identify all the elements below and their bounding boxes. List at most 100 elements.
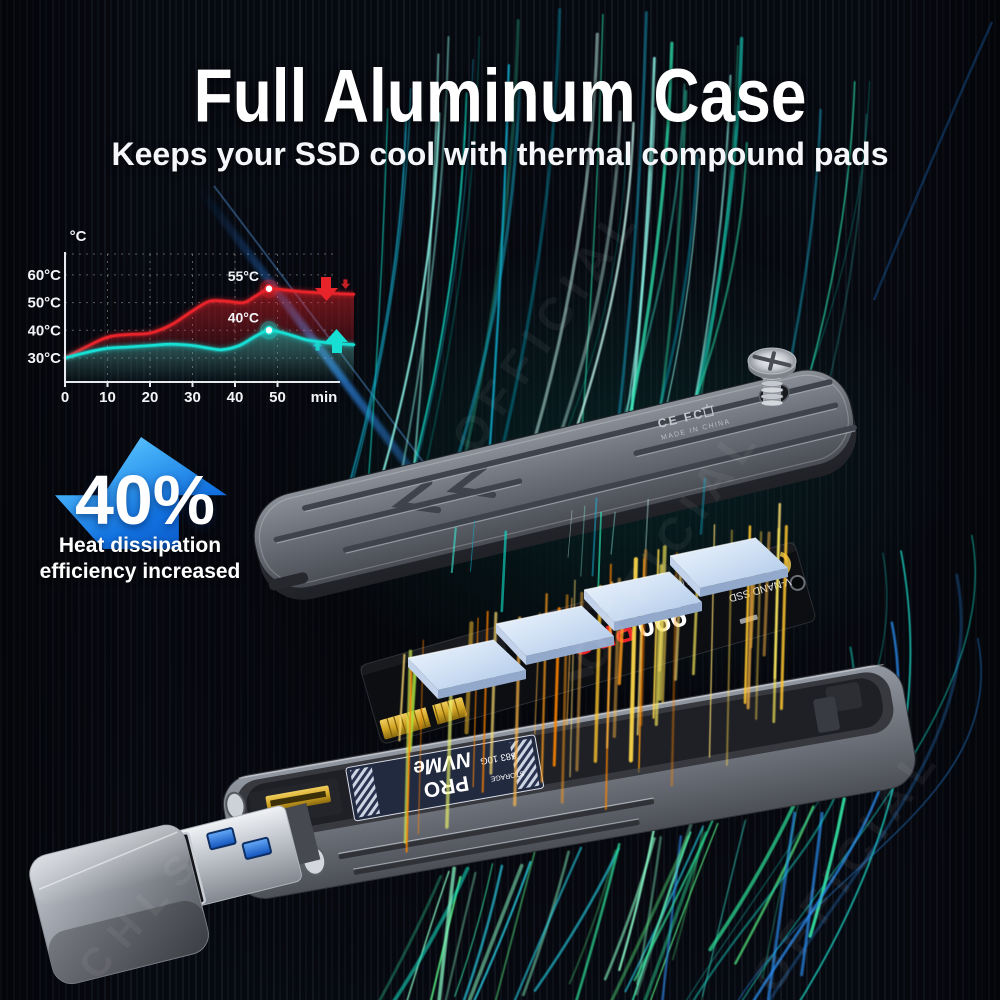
line-decor: [353, 818, 639, 870]
path-decor: [393, 36, 450, 508]
path-decor: [462, 864, 504, 1000]
path-decor: [620, 107, 656, 453]
path-decor: [391, 479, 442, 514]
line-decor: [386, 718, 394, 738]
path-decor: [688, 36, 744, 428]
path-decor: [768, 573, 963, 1000]
path-decor: [579, 13, 604, 459]
line-decor: [413, 710, 420, 731]
path-decor: [636, 408, 837, 458]
path-decor: [614, 11, 648, 446]
path-decor: [467, 863, 524, 1000]
path-decor: [699, 477, 707, 535]
series-line-cyan-series: [63, 328, 356, 360]
path-decor: [610, 511, 616, 555]
path-decor: [779, 525, 788, 710]
path-decor: [513, 846, 583, 1000]
path-decor: [378, 875, 443, 1000]
text-decor: 0: [61, 389, 69, 406]
path-decor: [408, 58, 474, 495]
path-decor: [523, 32, 599, 473]
path-decor: [761, 804, 799, 979]
path-decor: [633, 819, 714, 982]
line-decor: [238, 663, 884, 779]
rect-decor: [338, 799, 655, 860]
path-decor: [575, 842, 621, 1000]
text-decor: 40: [227, 389, 244, 406]
path-decor: [825, 113, 868, 394]
path-decor: [325, 329, 348, 353]
path-decor: [450, 526, 457, 574]
path-decor: [610, 835, 690, 1000]
line-decor: [338, 797, 654, 855]
path-decor: [603, 837, 656, 981]
efficiency-caption-line2: efficiency increased: [39, 560, 241, 583]
path-decor: [444, 871, 477, 1000]
path-decor: [618, 829, 655, 972]
path-decor: [659, 158, 701, 435]
usb-a-connector: [158, 803, 321, 911]
rect-decor: [345, 734, 545, 822]
path-decor: [621, 41, 674, 452]
path-decor: [392, 866, 470, 1000]
path-decor: [591, 497, 598, 577]
path-decor: [365, 108, 389, 516]
path-decor: [493, 7, 562, 479]
rect-decor: [48, 900, 209, 984]
path-decor: [403, 649, 413, 844]
path-decor: [494, 851, 536, 1000]
path-decor: [554, 153, 627, 461]
rect-decor: [29, 825, 190, 906]
path-decor: [38, 831, 178, 890]
rect-decor: [206, 827, 237, 851]
line-decor: [706, 404, 708, 408]
rect-decor: [813, 696, 840, 733]
path-decor: [500, 530, 508, 613]
efficiency-caption: Heat dissipation efficiency increased: [20, 533, 260, 585]
path-decor: [800, 811, 824, 977]
path-decor: [485, 64, 510, 488]
text-decor: 30: [184, 389, 201, 406]
temp-drop-arrow-icon: [315, 277, 351, 301]
path-decor: [737, 637, 982, 1000]
path-decor: [544, 110, 622, 476]
path-decor: [708, 804, 796, 952]
ellipse-decor: [760, 386, 784, 394]
series-area-cyan-series: [65, 330, 354, 382]
path-decor: [580, 505, 586, 577]
text-decor: min: [311, 389, 338, 406]
efficiency-percent: 40%: [74, 461, 216, 539]
path-decor: [636, 836, 662, 986]
rect-decor: [349, 766, 380, 818]
path-decor: [369, 112, 441, 516]
temp-rise-arrow-icon: [312, 329, 348, 353]
rect-decor: [241, 836, 272, 860]
peak-dot: [264, 325, 274, 336]
lid-grooves: [273, 379, 857, 553]
page-title: Full Aluminum Case: [193, 53, 807, 139]
text-decor: 50°C: [28, 295, 61, 312]
path-decor: [799, 81, 856, 409]
path-decor: [340, 88, 412, 524]
path-decor: [593, 585, 603, 763]
path-decor: [566, 121, 635, 454]
path-decor: [456, 19, 520, 487]
path-decor: [404, 92, 468, 500]
path-decor: [808, 797, 846, 938]
path-decor: [567, 509, 573, 558]
text-decor: 55°C: [228, 268, 259, 284]
text-decor: 40°C: [28, 322, 61, 339]
text-decor: 60°C: [28, 267, 61, 284]
path-decor: [633, 402, 839, 456]
path-decor: [653, 89, 688, 450]
circle-decor: [789, 574, 806, 591]
lid-side-slot: [268, 572, 309, 591]
line-decor: [393, 716, 400, 736]
path-decor: [470, 520, 475, 572]
path-decor: [409, 53, 440, 509]
phillips-screw-icon: [747, 347, 797, 407]
